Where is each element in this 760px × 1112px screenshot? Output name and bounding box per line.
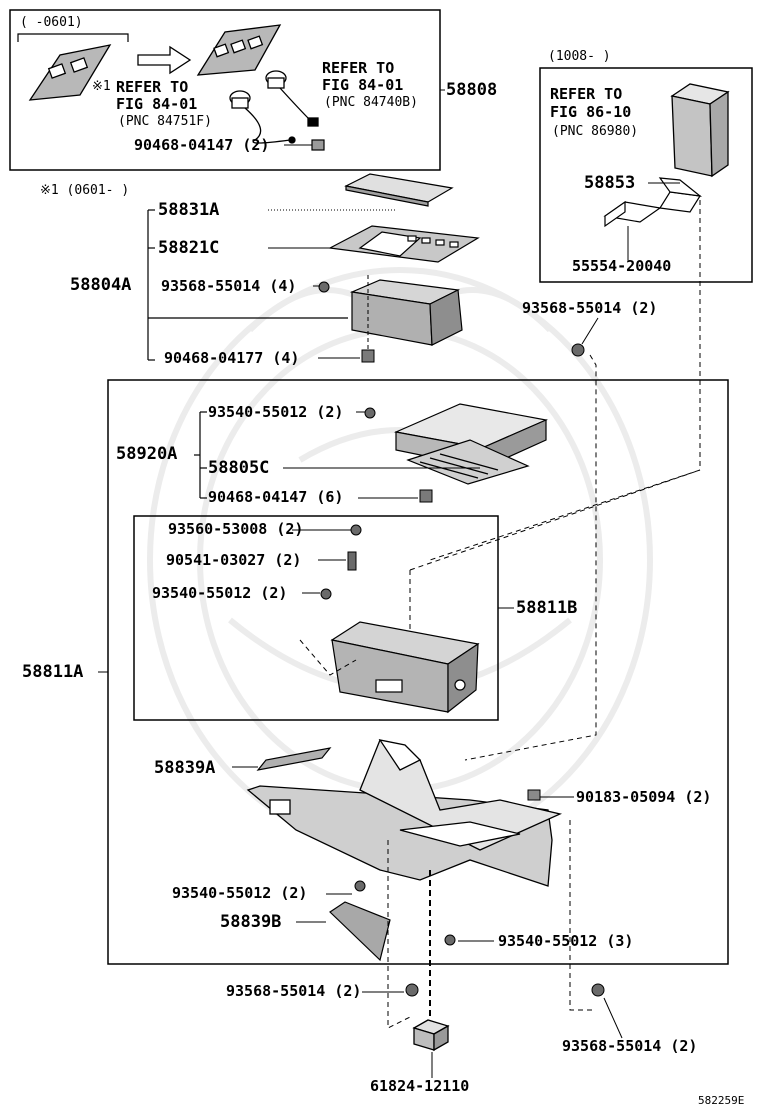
date-range-new: (1008- )	[548, 49, 611, 64]
screw-93568-upper	[318, 281, 330, 293]
label-58804A: 58804A	[70, 275, 132, 295]
label-93540-55012-inner: 93540-55012 (2)	[152, 584, 288, 602]
note-1: ※1 (0601- )	[40, 183, 130, 198]
label-58920A: 58920A	[116, 444, 178, 464]
label-58839A: 58839A	[154, 758, 216, 778]
box-58804A	[349, 279, 463, 346]
label-55554-20040: 55554-20040	[572, 257, 672, 275]
refer-a-line1: REFER TO	[116, 78, 189, 96]
screw-90541	[347, 551, 357, 571]
refer-b-line3: (PNC 84740B)	[324, 95, 418, 110]
inner-box-58811B	[133, 515, 499, 721]
figure-code: 582259E	[698, 1094, 745, 1107]
label-58853: 58853	[584, 173, 636, 193]
label-58839B: 58839B	[220, 912, 282, 932]
label-93560-53008: 93560-53008 (2)	[168, 520, 304, 538]
label-61824-12110: 61824-12110	[370, 1077, 470, 1095]
power-socket-a	[229, 90, 296, 144]
label-93568-55014-lower-left: 93568-55014 (2)	[226, 982, 362, 1000]
date-range-old: ( -0601)	[20, 15, 83, 30]
refer-a-line2: FIG 84-01	[116, 95, 198, 113]
bracket-55554	[603, 200, 662, 228]
garnish-58839B	[329, 901, 391, 962]
power-socket-b	[265, 70, 319, 127]
screw-93540-lower-b	[444, 934, 456, 946]
clip-90183	[527, 789, 541, 801]
label-93540-55012-lower: 93540-55012 (2)	[172, 884, 308, 902]
label-93540-55012-3: 93540-55012 (3)	[498, 932, 634, 950]
label-93568-55014-right: 93568-55014 (2)	[522, 299, 658, 317]
note-mark: ※1	[92, 79, 111, 94]
screw-93560	[350, 524, 362, 536]
label-90468-04147-inset: 90468-04147 (2)	[134, 136, 270, 154]
clip-90468-04177	[361, 349, 375, 363]
refer-c-line3: (PNC 86980)	[552, 124, 639, 139]
screw-93568-right	[571, 343, 585, 357]
clip-90468	[311, 139, 325, 151]
refer-b-line1: REFER TO	[322, 59, 395, 77]
label-90468-04177: 90468-04177 (4)	[164, 349, 300, 367]
label-58811B: 58811B	[516, 598, 578, 618]
switch-panel-old	[28, 44, 112, 101]
refer-c-line1: REFER TO	[550, 85, 623, 103]
label-58808: 58808	[446, 80, 498, 100]
refer-b-line2: FIG 84-01	[322, 76, 404, 94]
screw-93568-lower-right	[591, 983, 605, 997]
block-61824	[412, 1019, 450, 1052]
label-90183-05094: 90183-05094 (2)	[576, 788, 712, 806]
navigation-unit	[670, 83, 730, 178]
label-58811A: 58811A	[22, 662, 84, 682]
screw-93540-lower-a	[354, 880, 366, 892]
label-90541-03027: 90541-03027 (2)	[166, 551, 302, 569]
label-93568-55014-4: 93568-55014 (4)	[161, 277, 297, 295]
bezel-58821C	[328, 225, 480, 263]
label-93568-55014-lower-right: 93568-55014 (2)	[562, 1037, 698, 1055]
screw-93540-inner	[320, 588, 332, 600]
refer-a-line3: (PNC 84751F)	[118, 114, 212, 129]
label-93540-55012-tray: 93540-55012 (2)	[208, 403, 344, 421]
inset-box-top-right	[539, 67, 753, 283]
lid-58831A	[344, 173, 454, 207]
tray-58920A	[393, 403, 549, 485]
arrow-icon	[137, 45, 192, 75]
label-90468-04147-6: 90468-04147 (6)	[208, 488, 344, 506]
switch-panel-new	[196, 24, 282, 76]
refer-c-line2: FIG 86-10	[550, 103, 632, 121]
garnish-58839A	[256, 747, 332, 771]
bracket-58811B	[330, 621, 480, 714]
screw-93568-lower-left	[405, 983, 419, 997]
label-58831A: 58831A	[158, 200, 220, 220]
clip-90468-04147-tray	[419, 489, 433, 503]
screw-93540-tray	[364, 407, 376, 419]
label-58805C: 58805C	[208, 458, 270, 478]
label-58821C: 58821C	[158, 238, 220, 258]
console-body	[246, 739, 563, 887]
